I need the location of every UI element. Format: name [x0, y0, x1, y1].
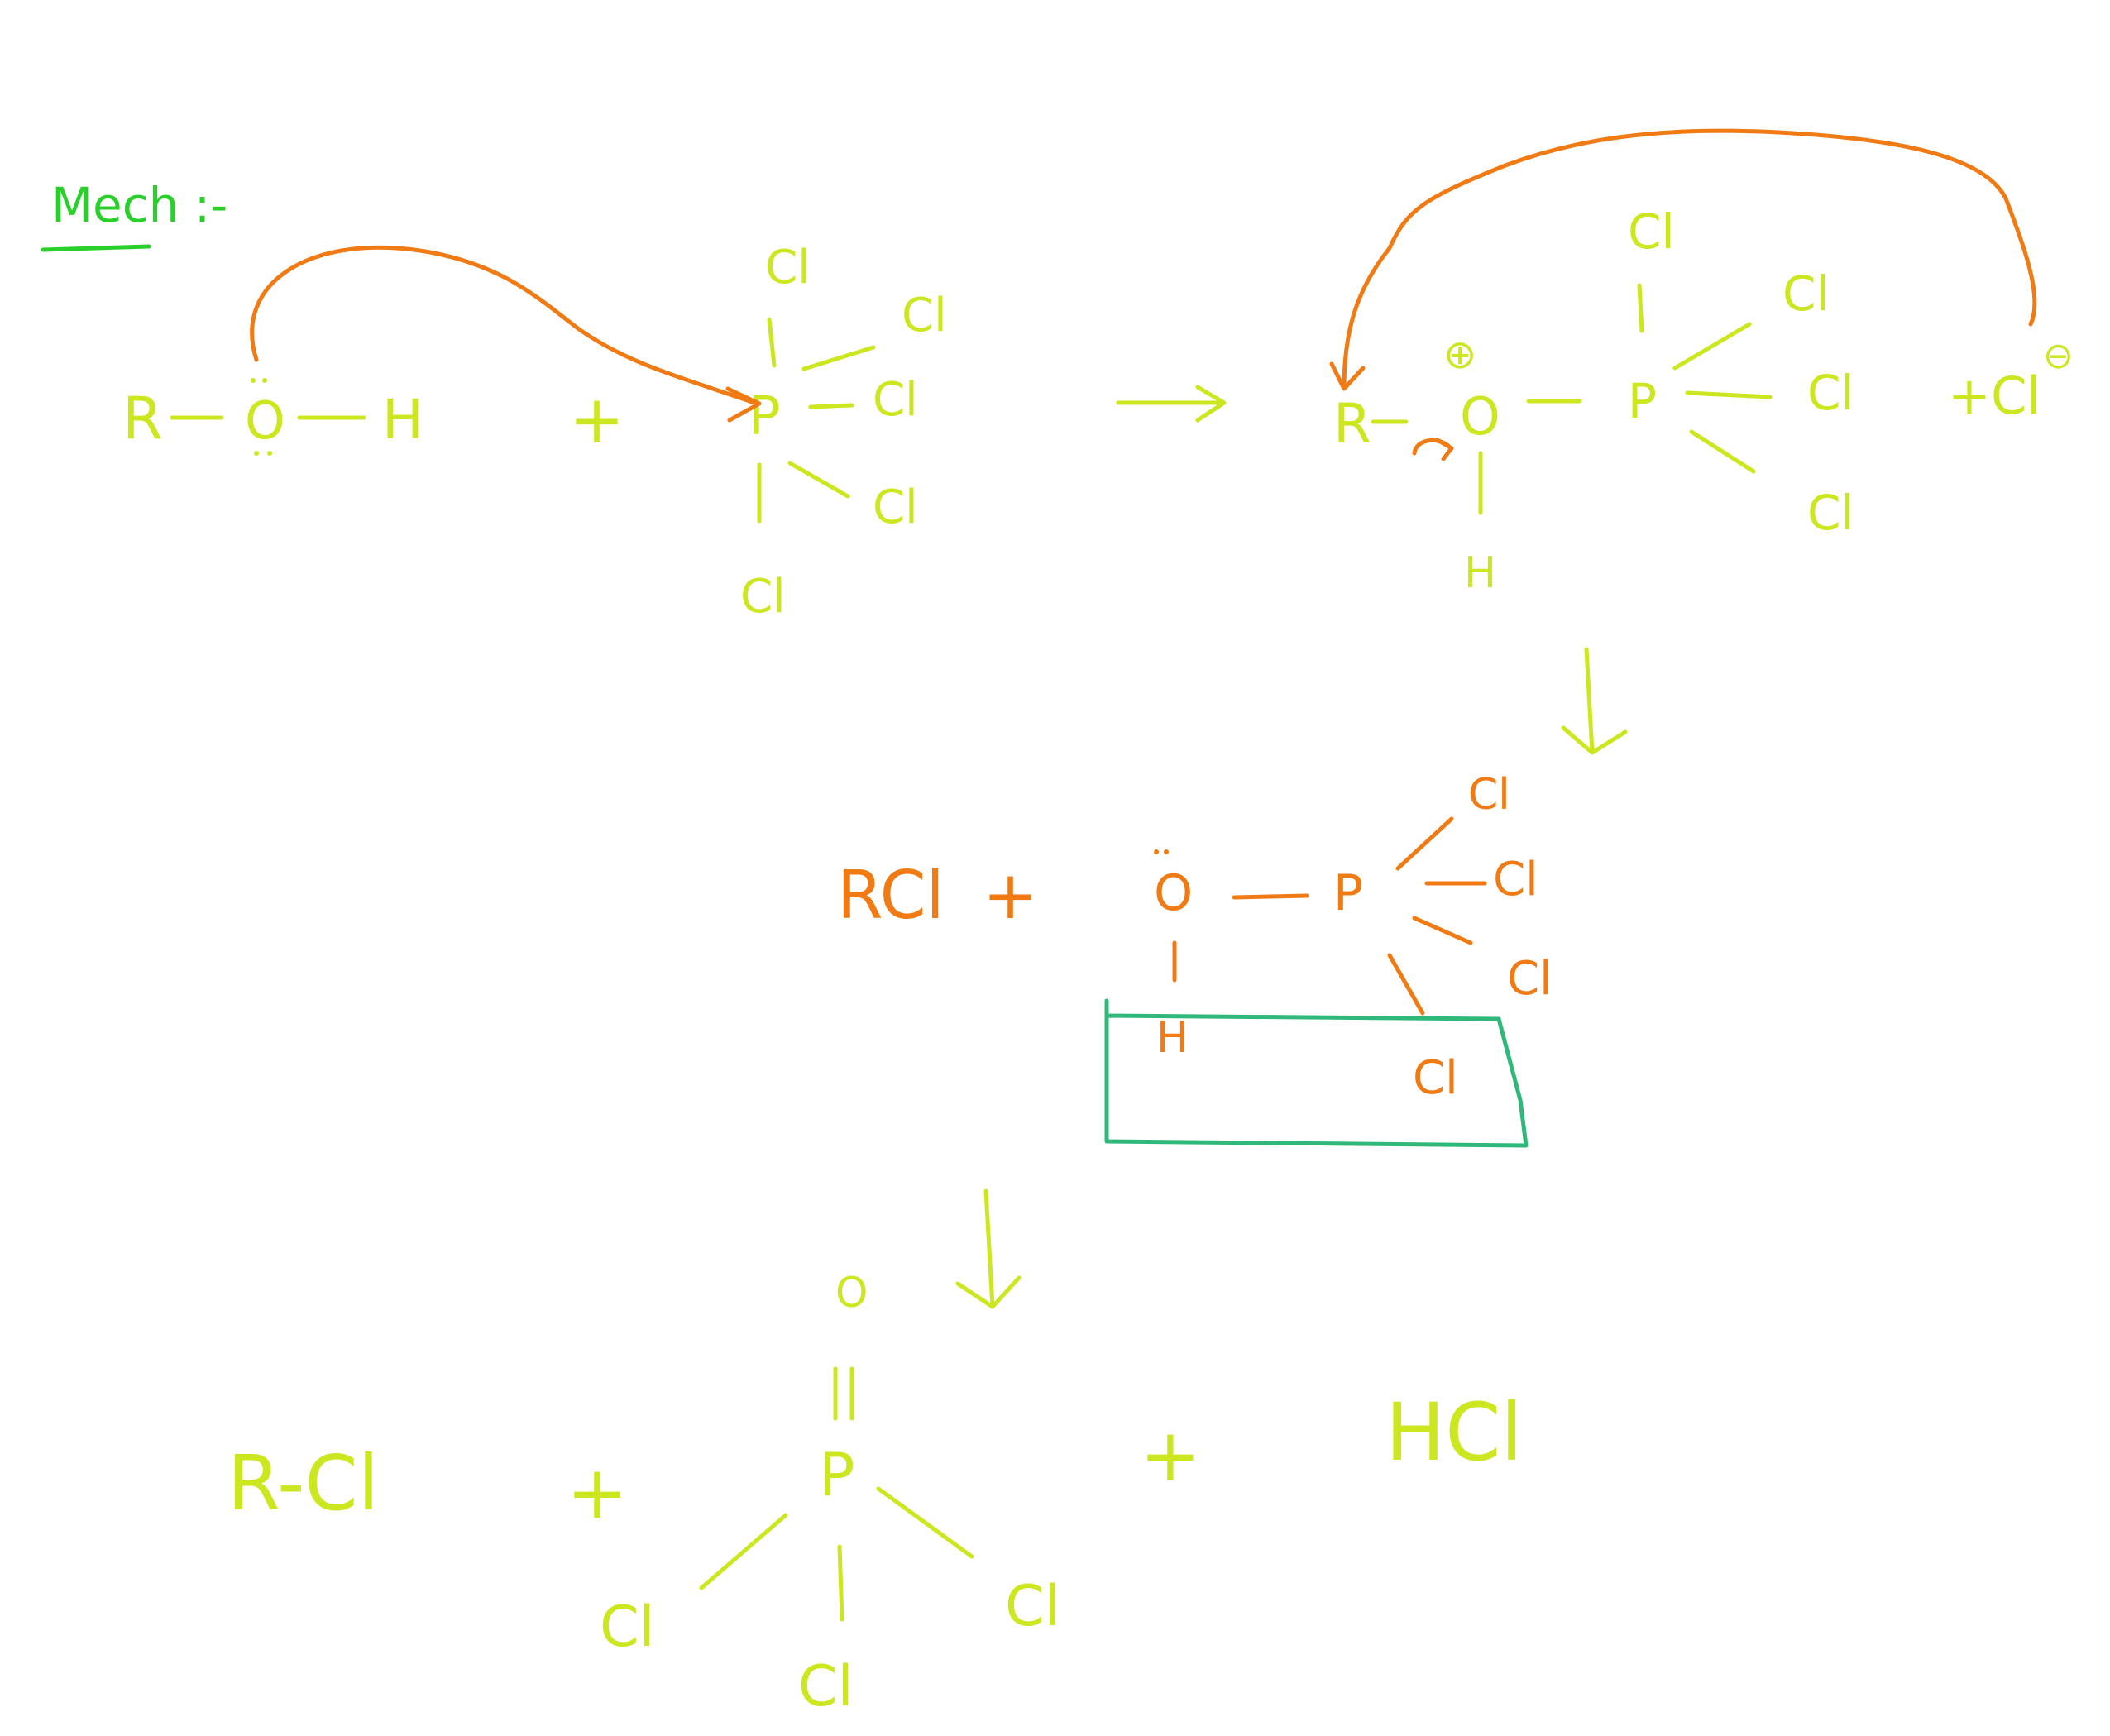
curved-arrow-head: [1329, 361, 1366, 391]
bond-p-cl-bottom: [837, 1544, 844, 1622]
bond-p-cl-top: [1637, 283, 1644, 333]
bond-p-cl-top: [767, 317, 777, 368]
down-arrow-head: [955, 1275, 1022, 1309]
bond-p-cl-top: [1395, 816, 1454, 871]
pocl3-o: O: [835, 1269, 868, 1317]
int-cl-upper-right: Cl: [1782, 265, 1830, 322]
bond-p-cl-right: [876, 1486, 974, 1559]
pocl3-cl-bottom: Cl: [798, 1654, 853, 1719]
lone-pair-dot: [1164, 849, 1169, 854]
int-r: R: [1333, 392, 1371, 456]
pcl5-cl-upper-right: Cl: [902, 289, 947, 342]
bond-p-cl-upper-right: [801, 345, 876, 371]
pcl5-cl-bottom: Cl: [740, 570, 786, 624]
curved-arrow-head: [725, 386, 762, 423]
lone-pair-dot: [262, 378, 267, 383]
bond-p-cl-right: [808, 403, 854, 409]
lone-pair-dot: [267, 451, 272, 456]
step1-pcl5: P Cl Cl Cl Cl Cl: [740, 241, 947, 624]
bond-p-cl-left: [699, 1513, 788, 1590]
step3-intermediate: O P H Cl Cl Cl Cl: [1154, 770, 1553, 1105]
curved-arrow-o-to-p: [250, 245, 759, 406]
step3-cl-top: Cl: [1468, 770, 1510, 820]
bond-p-cl-lower-right: [1412, 916, 1473, 945]
lone-pair-dot: [254, 451, 259, 456]
pcl5-cl-right: Cl: [873, 373, 918, 427]
positive-charge: ⊕: [1443, 332, 1476, 378]
alcohol-o: O: [245, 390, 285, 451]
int-cl-right: Cl: [1807, 365, 1854, 421]
alkyl-halide-product: R-Cl: [227, 1439, 379, 1528]
step4-plus1: +: [567, 1450, 628, 1535]
step2-intermediate: R O ⊕ H P Cl Cl Cl Cl: [1333, 203, 1854, 598]
int-p: P: [1628, 373, 1657, 429]
step4-plus2: +: [1140, 1413, 1201, 1498]
curved-arrow-cl-to-r: [1342, 128, 2037, 391]
pocl3-p: P: [819, 1440, 854, 1509]
rcl-product: RCl: [837, 857, 945, 934]
pcl5-p: P: [749, 386, 781, 447]
bond-p-cl-right: [1685, 390, 1773, 399]
step3-cl-lower: Cl: [1413, 1051, 1458, 1105]
bond-p-cl-lower-right: [787, 461, 850, 499]
heading-underline: [41, 244, 151, 252]
int-o: O: [1460, 386, 1500, 447]
int-h: H: [1464, 548, 1496, 598]
down-arrow-head: [1561, 725, 1628, 755]
step3-cl-right: Cl: [1493, 853, 1538, 906]
bond-p-cl-lower-right: [1689, 429, 1756, 474]
down-arrow: [1584, 647, 1595, 755]
bond-breaking-arrow-head: [1435, 438, 1454, 461]
bond-p-cl-lower: [1387, 953, 1425, 1016]
step1-alcohol: R O H: [122, 378, 423, 456]
bond-p-cl-upper-right: [1672, 322, 1752, 371]
int-cl-lower-right: Cl: [1807, 485, 1854, 541]
hcl-elimination-box: [1104, 998, 1529, 1148]
free-chloride: +Cl: [1948, 366, 2041, 426]
alcohol-r: R: [122, 385, 163, 452]
step3-o: O: [1154, 864, 1193, 922]
reaction-arrow-head: [1195, 385, 1227, 423]
step3-plus: +: [983, 857, 1038, 934]
negative-charge: ⊖: [2043, 335, 2074, 377]
step3-cl-lower-right: Cl: [1507, 952, 1553, 1006]
pocl3-cl-right: Cl: [1005, 1574, 1060, 1639]
step3-p: P: [1333, 864, 1363, 922]
alcohol-h: H: [382, 388, 423, 452]
bond-o-p: [1232, 893, 1309, 900]
pocl3-product: O P Cl Cl Cl: [600, 1269, 1060, 1719]
step1-plus: +: [569, 381, 624, 458]
pcl5-cl-top: Cl: [765, 241, 811, 294]
step3-h: H: [1156, 1013, 1189, 1063]
pcl5-cl-lower-right: Cl: [873, 481, 918, 534]
hcl-product: HCl: [1385, 1386, 1523, 1479]
pocl3-cl-left: Cl: [600, 1595, 654, 1660]
int-cl-top: Cl: [1628, 203, 1675, 260]
lone-pair-dot: [251, 378, 256, 383]
heading-mech: Mech :-: [51, 177, 227, 233]
lone-pair-dot: [1154, 849, 1159, 854]
down-arrow: [983, 1188, 995, 1309]
